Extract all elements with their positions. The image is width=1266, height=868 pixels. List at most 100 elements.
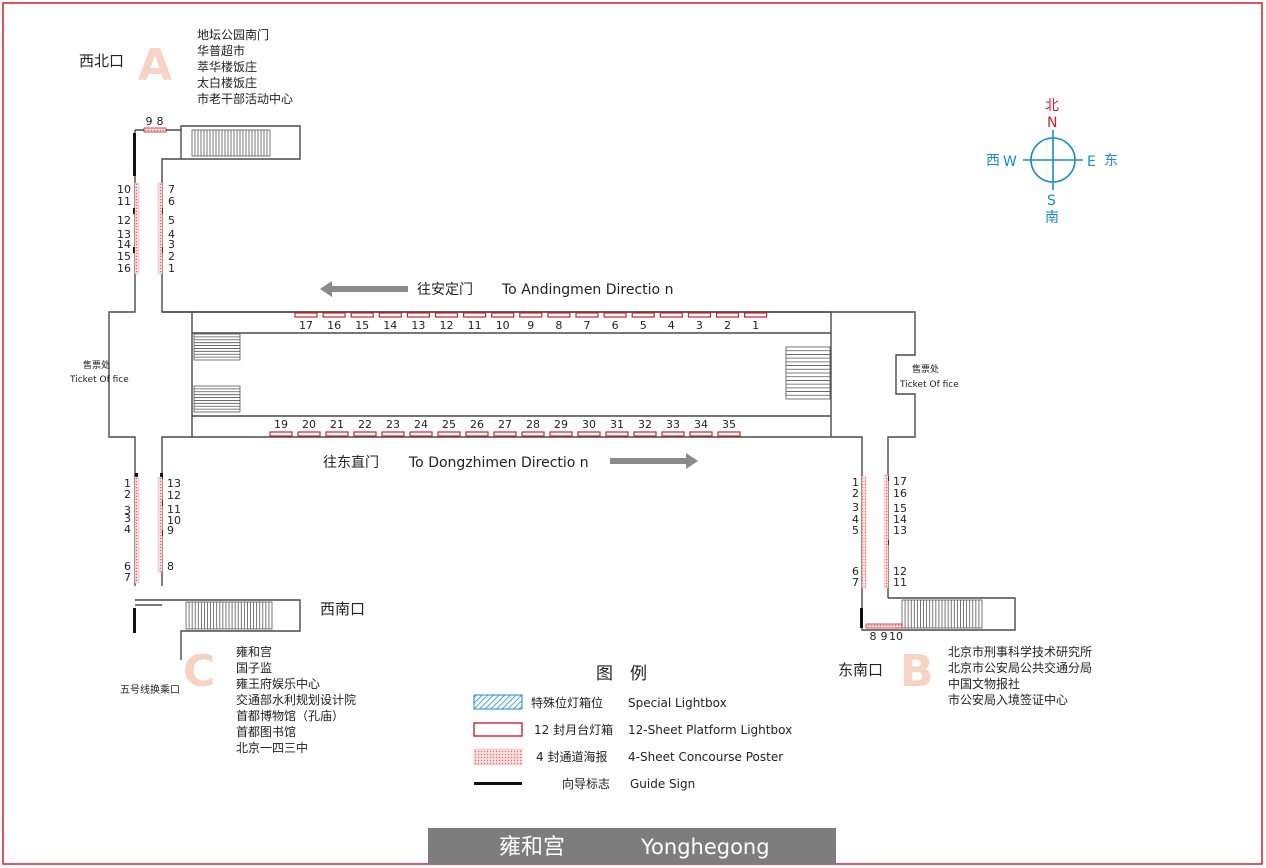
landmark: 首都图书馆 — [236, 724, 296, 739]
stairs-block — [191, 129, 271, 157]
lightbox-number: 10 — [496, 319, 510, 332]
corridor-poster-number: 8 — [146, 0, 153, 3]
lightbox-number: 13 — [411, 319, 425, 332]
platform-lightbox — [631, 312, 655, 318]
legend-item-cn: 特殊位灯箱位 — [531, 695, 603, 710]
corridor-poster-number: 2 — [124, 488, 131, 501]
corridor-poster-number: 9 — [881, 630, 888, 643]
legend-item-cn: 4 封通道海报 — [536, 749, 607, 764]
compass-west-cn: 西 — [986, 153, 1000, 169]
corridor-poster-number: 14 — [893, 513, 907, 526]
corridor-poster-number: 8 — [157, 115, 164, 128]
corridor-poster-number: 2 — [852, 487, 859, 500]
lightbox-number: 35 — [722, 418, 736, 431]
corridor-poster-number: 13 — [117, 228, 131, 241]
platform-lightbox — [294, 312, 318, 318]
lightbox-number: 15 — [355, 319, 369, 332]
concourse-poster-swatch — [473, 748, 523, 766]
corridor-poster-number: 8 — [167, 560, 174, 573]
platform-lightbox — [325, 431, 349, 437]
landmark: 国子监 — [236, 661, 272, 675]
lightbox-number: 1 — [752, 319, 759, 332]
lightbox-number: 16 — [327, 319, 341, 332]
platform-lightbox — [661, 431, 685, 437]
lightbox-number: 31 — [610, 418, 624, 431]
corridor-poster-number: 15 — [117, 250, 131, 263]
exit-b-name: 东南口 — [838, 661, 883, 679]
corridor-poster-number: 10 — [889, 630, 903, 643]
lightbox-number: 23 — [386, 418, 400, 431]
direction-east: 往东直门 To Dongzhimen Directio n — [323, 453, 698, 471]
corridor-poster-number: 1 — [168, 262, 175, 275]
stairs — [185, 129, 983, 630]
platform-lightbox — [378, 312, 402, 318]
landmark: 雍王府娱乐中心 — [236, 676, 320, 691]
stairs-block — [185, 601, 273, 630]
legend-item-en: Special Lightbox — [628, 696, 727, 710]
platform-lightbox — [547, 312, 571, 318]
lightbox-number: 7 — [584, 319, 591, 332]
lightbox-number: 5 — [640, 319, 647, 332]
corridor-poster-number: 15 — [893, 502, 907, 515]
lightbox-number: 8 — [555, 319, 562, 332]
platform-lightbox — [717, 431, 741, 437]
exit-a-landmarks: 地坛公园南门 华普超市 萃华楼饭庄 太白楼饭庄 市老干部活动中心 — [197, 27, 293, 106]
legend-item-en: Guide Sign — [630, 777, 695, 791]
ticket-office-east-cn: 售票处 — [912, 363, 939, 375]
corridor-numbers: 8981011121314151676543211233467131211109… — [117, 0, 907, 643]
concourse-poster — [865, 623, 903, 629]
platform-lightbox — [353, 431, 377, 437]
lightbox-number: 2 — [724, 319, 731, 332]
corridor-poster-number: 5 — [168, 214, 175, 227]
landmark: 市公安局入境签证中心 — [948, 692, 1068, 707]
exit-b-landmarks: 北京市刑事科学技术研究所 北京市公安局公共交通分局 中国文物报社 市公安局入境签… — [948, 644, 1092, 707]
station-name-bar: 雍和宫 Yonghegong — [428, 828, 836, 864]
corridor-poster-number: 3 — [168, 238, 175, 251]
corridor-poster-number: 9 — [167, 524, 174, 537]
corridor-poster-number: 13 — [167, 477, 181, 490]
platform-lightbox — [715, 312, 740, 318]
lightbox-number: 22 — [358, 418, 372, 431]
concourse-poster — [157, 476, 163, 573]
platform-lightbox — [743, 312, 768, 318]
corridor-poster-number: 13 — [893, 524, 907, 537]
lightbox-number: 33 — [666, 418, 680, 431]
lightbox-number: 3 — [696, 319, 703, 332]
concourse-poster — [134, 182, 140, 275]
corridor-poster-number: 16 — [117, 262, 131, 275]
guide-signs — [133, 133, 889, 633]
corridor-poster-number: 6 — [852, 565, 859, 578]
corridor-poster-number: 16 — [893, 487, 907, 500]
lightbox-number: 24 — [414, 418, 428, 431]
compass-north-cn: 北 — [1045, 98, 1059, 114]
stairs-block — [901, 599, 983, 629]
platform-lightbox — [491, 312, 515, 318]
lightbox-number: 34 — [694, 418, 708, 431]
platform-lightbox — [463, 312, 487, 318]
lightbox-number: 26 — [470, 418, 484, 431]
special-lightbox-swatch — [473, 694, 523, 710]
legend-item-cn: 向导标志 — [562, 776, 610, 791]
station-walls — [108, 125, 1016, 660]
lightbox-number: 29 — [554, 418, 568, 431]
corridor-poster-number: 10 — [117, 183, 131, 196]
landmark: 地坛公园南门 — [197, 27, 269, 42]
landmark: 华普超市 — [197, 43, 245, 58]
station-name-cn: 雍和宫 — [499, 835, 565, 860]
direction-west-cn: 往安定门 — [417, 282, 473, 298]
corridor-poster-number: 2 — [168, 250, 175, 263]
compass-icon: 北 N S 南 西 W E 东 — [986, 98, 1118, 226]
corridor-poster-number: 7 — [168, 183, 175, 196]
corridor-poster-number: 4 — [168, 228, 175, 241]
direction-east-cn: 往东直门 — [323, 454, 379, 471]
compass-south-en: S — [1047, 193, 1056, 209]
platform-lightbox — [521, 431, 545, 437]
stairs-block — [785, 346, 831, 400]
corridor-poster-number: 3 — [124, 512, 131, 525]
landmark: 市老干部活动中心 — [197, 91, 293, 106]
corridor-poster-number: 9 — [146, 115, 153, 128]
lightbox-number: 28 — [526, 418, 540, 431]
corridor-poster-number: 4 — [124, 523, 131, 536]
corridor-poster-number: 12 — [893, 565, 907, 578]
concourse-poster — [134, 476, 140, 584]
